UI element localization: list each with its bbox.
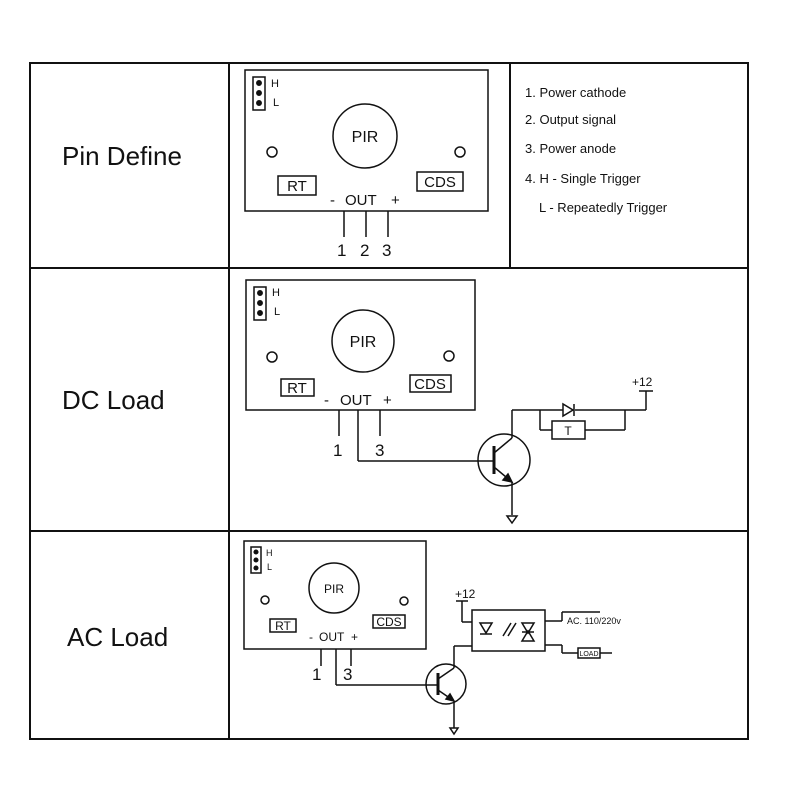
jumper-h-label: H [271, 78, 279, 90]
pin-minus-label: - [330, 192, 335, 209]
pin-minus-label: - [309, 630, 313, 644]
ground-symbol [448, 727, 460, 736]
pir-sensor [308, 562, 360, 614]
pir-board-ac-load: H L PIR RT CDS - OUT + 1 3 [243, 540, 427, 685]
rt-label: RT [275, 619, 291, 633]
cds-label: CDS [414, 376, 446, 393]
jumper-l-label: L [273, 97, 279, 109]
pir-sensor [332, 103, 398, 169]
ground-symbol [505, 515, 519, 525]
rt-label: RT [287, 380, 307, 397]
diode-icon [562, 402, 575, 418]
jumper-h-label: H [266, 548, 273, 558]
legend-item-1: 1. Power cathode [525, 85, 626, 100]
pin-number-3: 3 [375, 441, 384, 460]
pin-out-label: OUT [340, 392, 372, 409]
led-icon [478, 622, 494, 635]
cds-label: CDS [376, 615, 401, 629]
jumper-h-label: H [272, 287, 280, 299]
ac-load-circuit: +12 AC. 110/220v LOAD [336, 587, 621, 736]
ac-mains-label: AC. 110/220v [567, 616, 621, 626]
pin-number-3: 3 [382, 241, 391, 260]
legend-item-3: 3. Power anode [525, 141, 616, 156]
pin-number-2: 2 [360, 241, 369, 260]
pin-number-3: 3 [343, 665, 352, 684]
dc-supply-label: +12 [632, 375, 653, 389]
jumper-block [252, 76, 266, 111]
pin-number-1: 1 [333, 441, 342, 460]
rt-label: RT [287, 178, 307, 195]
row-label-ac-load: AC Load [67, 622, 168, 652]
row-label-dc-load: DC Load [62, 385, 165, 415]
pir-label: PIR [350, 334, 377, 351]
cds-label: CDS [424, 174, 456, 191]
pin-plus-label: + [383, 392, 392, 409]
cds-box [416, 171, 464, 192]
legend-item-2: 2. Output signal [525, 112, 616, 127]
legend-item-4: 4. H - Single Trigger [525, 171, 641, 186]
triac-icon [520, 622, 536, 635]
table-grid [29, 62, 749, 740]
pin-number-1: 1 [312, 665, 321, 684]
mount-hole-right [454, 146, 466, 158]
legend-item-5: L - Repeatedly Trigger [539, 200, 668, 215]
rt-box [277, 175, 317, 196]
pin-number-1: 1 [337, 241, 346, 260]
relay-label: T [564, 424, 572, 438]
pin-out-label: OUT [345, 192, 377, 209]
pir-label: PIR [324, 582, 344, 596]
solid-state-relay [471, 609, 546, 652]
pin-minus-label: - [324, 392, 329, 409]
pin-legend: 1. Power cathode 2. Output signal 3. Pow… [525, 85, 668, 215]
pin-out-label: OUT [319, 630, 345, 644]
row-label-pin-define: Pin Define [62, 141, 182, 171]
pir-label: PIR [352, 129, 379, 146]
jumper-l-label: L [267, 562, 272, 572]
ac-load-label: LOAD [579, 651, 598, 658]
pir-board-dc-load: H L PIR RT CDS - OUT + 1 3 [245, 279, 476, 461]
mount-hole-left [266, 146, 278, 158]
transistor [477, 433, 531, 487]
pir-board-pin-define: H L PIR RT CDS - OUT + 1 2 3 [244, 69, 489, 260]
dc-load-circuit: T +12 [358, 375, 653, 525]
ac-supply-label: +12 [455, 587, 476, 601]
transistor [425, 663, 467, 705]
jumper-l-label: L [274, 306, 280, 318]
pir-sensor [331, 309, 395, 373]
pin-plus-label: + [391, 192, 400, 209]
pin-plus-label: + [351, 630, 358, 644]
